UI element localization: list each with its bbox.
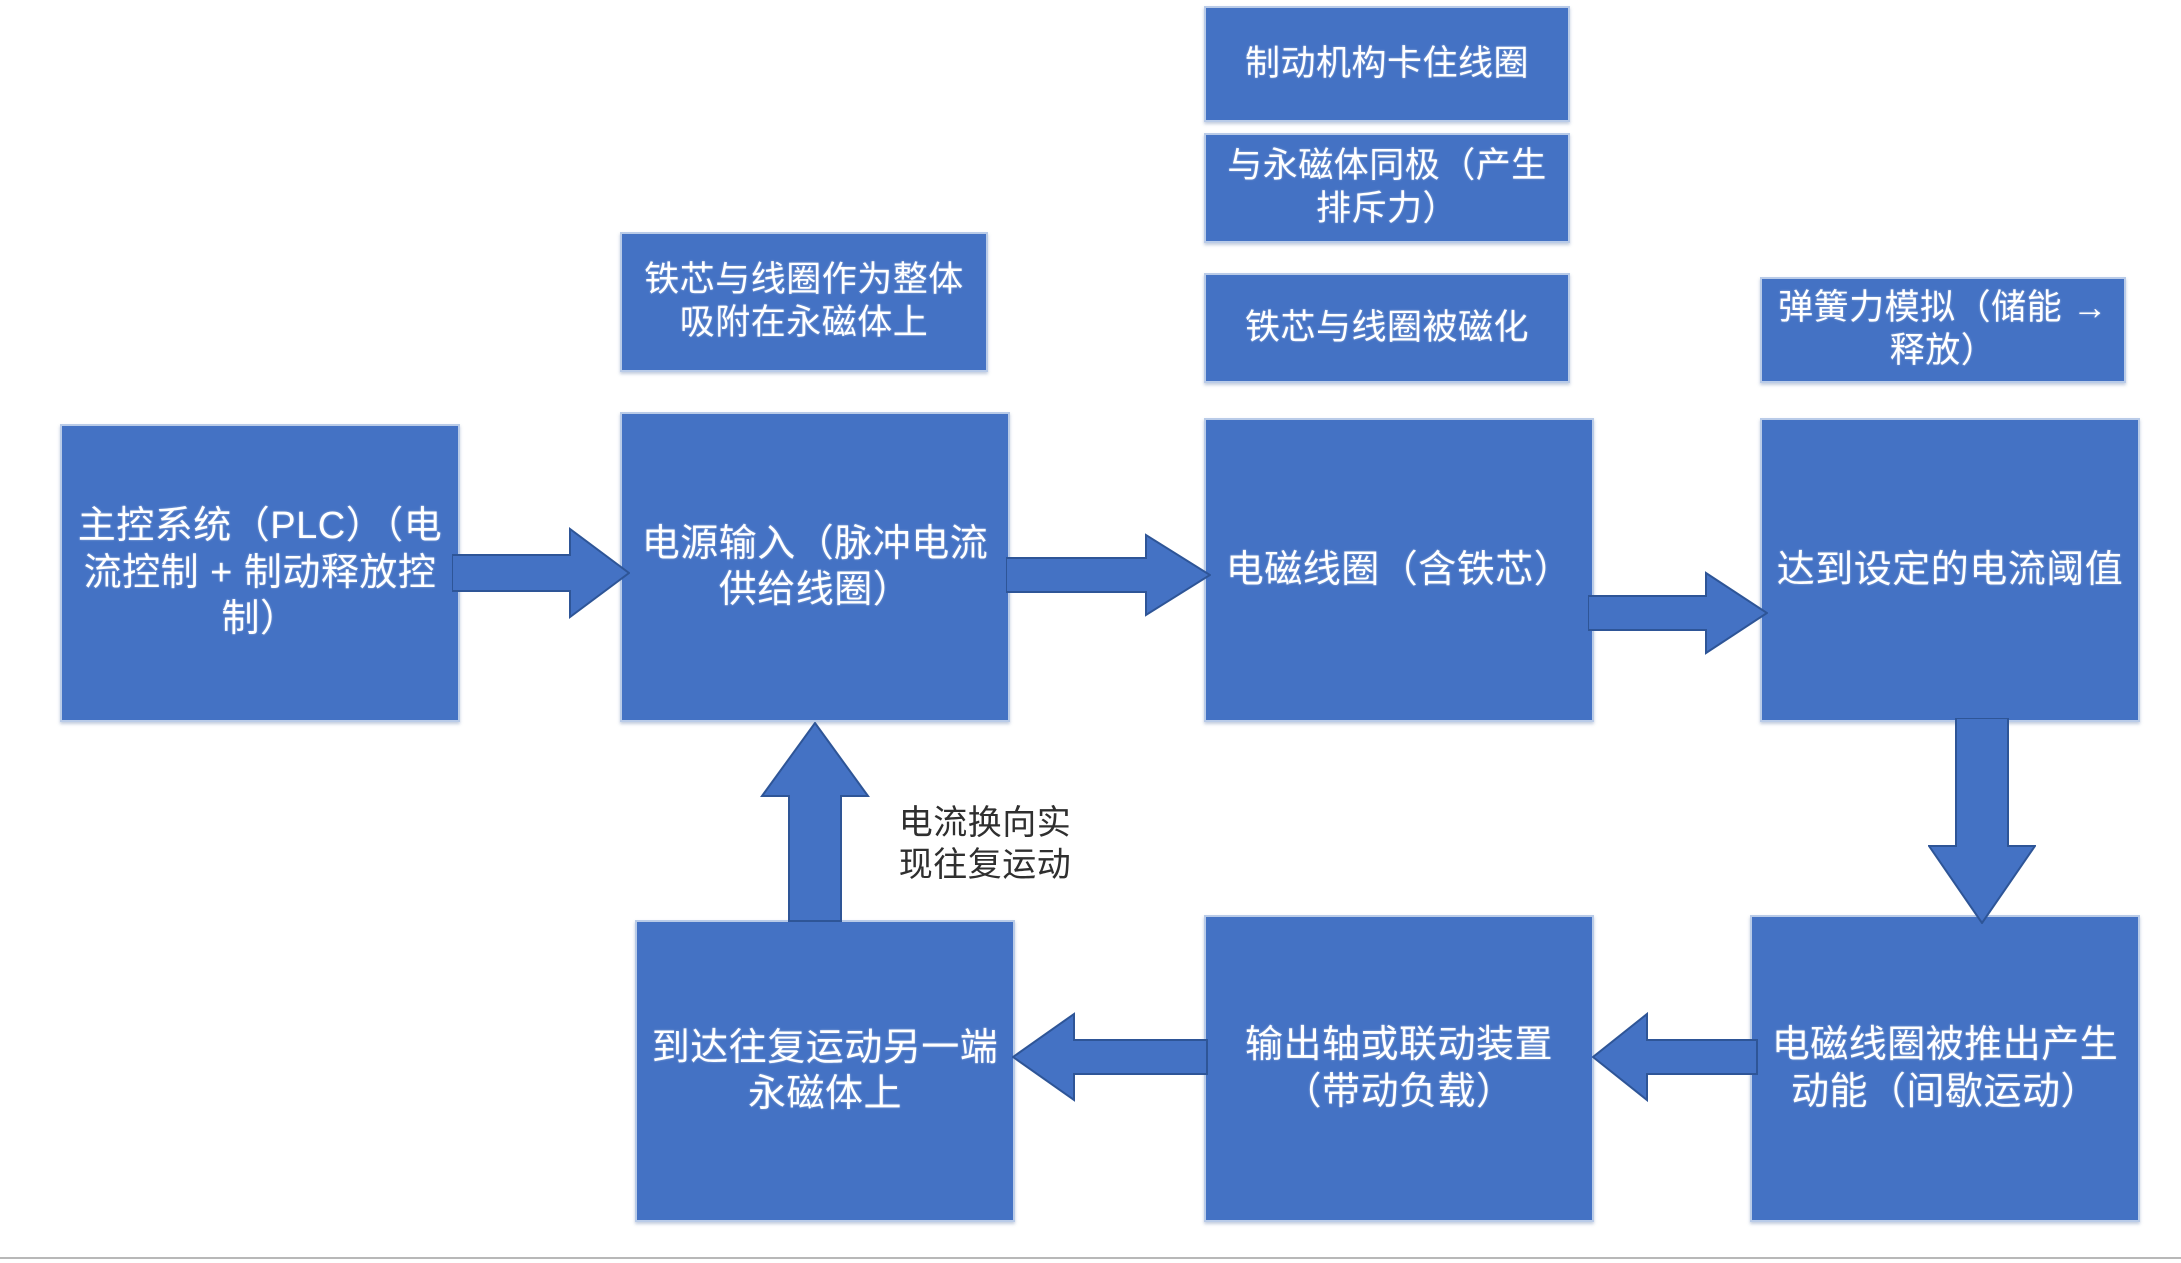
node-power-input-label: 电源输入（脉冲电流供给线圈） — [641, 522, 989, 611]
node-output-shaft-label: 输出轴或联动装置（带动负载） — [1244, 1024, 1553, 1113]
node-threshold-label: 达到设定的电流阈值 — [1776, 548, 2124, 591]
arrow-output-shaft-to-other-end — [1012, 1011, 1208, 1103]
background-artifact-bottom — [690, 1216, 702, 1263]
node-spring-sim-label: 弹簧力模拟（储能 → 释放） — [1778, 288, 2108, 370]
arrow-down-icon — [1928, 718, 2036, 924]
arrow-power-input-to-em-coil — [1006, 532, 1211, 618]
arrow-up-icon — [760, 722, 870, 922]
arrow-left-icon — [1592, 1011, 1758, 1103]
page-bottom-divider — [0, 1257, 2181, 1259]
node-core-coil-attach[interactable]: 铁芯与线圈作为整体吸附在永磁体上 — [620, 232, 988, 372]
arrow-right-icon — [452, 527, 630, 619]
node-output-shaft[interactable]: 输出轴或联动装置（带动负载） — [1204, 915, 1594, 1222]
arrow-threshold-to-pushed-out — [1928, 718, 2036, 924]
arrow-other-end-to-power-input — [760, 722, 870, 922]
arrow-left-icon — [1012, 1012, 1208, 1102]
arrow-right-icon — [1006, 533, 1211, 617]
node-spring-sim[interactable]: 弹簧力模拟（储能 → 释放） — [1760, 277, 2126, 383]
node-em-coil[interactable]: 电磁线圈（含铁芯） — [1204, 418, 1594, 722]
node-other-end[interactable]: 到达往复运动另一端永磁体上 — [635, 920, 1015, 1222]
node-plc[interactable]: 主控系统（PLC）（电流控制 + 制动释放控制） — [60, 424, 460, 722]
node-em-coil-label: 电磁线圈（含铁芯） — [1225, 548, 1573, 591]
node-magnetized[interactable]: 铁芯与线圈被磁化 — [1204, 273, 1570, 383]
node-threshold[interactable]: 达到设定的电流阈值 — [1760, 418, 2140, 722]
arrow-right-icon — [1588, 571, 1768, 655]
node-brake-lock-label: 制动机构卡住线圈 — [1244, 43, 1529, 83]
arrow-plc-to-power-input — [452, 525, 630, 621]
node-brake-lock[interactable]: 制动机构卡住线圈 — [1204, 6, 1570, 122]
edge-label-current-reversal: 电流换向实 现往复运动 — [898, 804, 1072, 885]
node-pushed-out-label: 电磁线圈被推出产生动能（间歇运动） — [1771, 1024, 2119, 1113]
node-pushed-out[interactable]: 电磁线圈被推出产生动能（间歇运动） — [1750, 915, 2140, 1222]
node-core-coil-attach-label: 铁芯与线圈作为整体吸附在永磁体上 — [644, 260, 964, 342]
node-plc-label: 主控系统（PLC）（电流控制 + 制动释放控制） — [77, 505, 443, 641]
node-power-input[interactable]: 电源输入（脉冲电流供给线圈） — [620, 412, 1010, 722]
node-magnetized-label: 铁芯与线圈被磁化 — [1244, 307, 1529, 347]
node-same-pole[interactable]: 与永磁体同极（产生排斥力） — [1204, 133, 1570, 243]
arrow-pushed-out-to-output-shaft — [1592, 1011, 1758, 1103]
node-other-end-label: 到达往复运动另一端永磁体上 — [651, 1026, 999, 1115]
node-same-pole-label: 与永磁体同极（产生排斥力） — [1227, 146, 1547, 228]
arrow-em-coil-to-threshold — [1588, 570, 1768, 656]
